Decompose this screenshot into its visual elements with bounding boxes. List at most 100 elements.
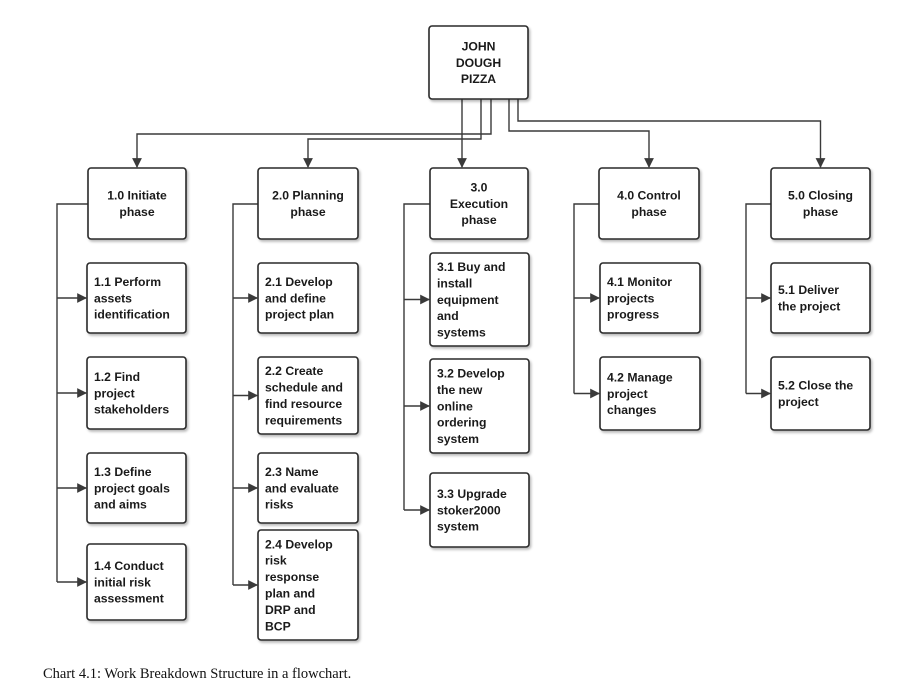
- task-box-4-2-frame: [599, 356, 701, 431]
- task-box-4-2-text: 4.2 Manage: [607, 370, 673, 384]
- task-box-1-3-frame: [86, 452, 187, 524]
- task-box-3-2-text: system: [437, 432, 479, 446]
- phase-box-5-frame: [770, 167, 871, 240]
- task-box-1-2-text: 1.2 Find: [94, 370, 140, 384]
- task-box-1-4-text: 1.4 Conduct: [94, 559, 164, 573]
- task-box-5-1-frame: [770, 262, 871, 334]
- task-box-3-3: 3.3 Upgrade stoker2000 system: [429, 472, 530, 548]
- phase-box-3-frame: [429, 167, 529, 240]
- task-box-1-2-text: project: [94, 386, 135, 400]
- task-box-1-4-text: initial risk: [94, 575, 151, 589]
- task-box-3-2-text: the new: [437, 383, 483, 397]
- task-box-2-3: 2.3 Name and evaluate risks: [257, 452, 359, 524]
- root-to-phase-2: [303, 99, 482, 168]
- root-box-text: JOHN: [462, 39, 496, 53]
- task-box-2-2-text: requirements: [265, 413, 342, 427]
- phase-box-2-text: phase: [290, 205, 325, 219]
- task-box-2-3-text: and evaluate: [265, 481, 339, 495]
- task-box-2-3-frame: [257, 452, 359, 524]
- task-box-1-3-text: 1.3 Define: [94, 465, 152, 479]
- task-box-4-1: 4.1 Monitor projects progress: [599, 262, 701, 334]
- task-box-1-3-text: project goals: [94, 481, 170, 495]
- phase-box-5-text: 5.0 Closing: [788, 189, 853, 203]
- phase-box-1-frame: [87, 167, 187, 240]
- figure-caption: Chart 4.1: Work Breakdown Structure in a…: [43, 666, 352, 682]
- phase-spine-2: [232, 203, 258, 585]
- phase-box-3-text: 3.0: [471, 180, 488, 194]
- task-box-3-3-text: stoker2000: [437, 503, 501, 517]
- task-box-1-2-frame: [86, 356, 187, 430]
- task-box-3-2-text: ordering: [437, 416, 486, 430]
- task-box-2-4-text: BCP: [265, 619, 291, 633]
- task-box-2-4-text: risk: [265, 554, 287, 568]
- task-box-1-2-text: stakeholders: [94, 403, 169, 417]
- task-box-1-4-text: assessment: [94, 592, 164, 606]
- task-box-2-1-frame: [257, 262, 359, 334]
- task-box-3-1-text: systems: [437, 326, 486, 340]
- phase-box-3-text: Execution: [450, 197, 508, 211]
- task-box-3-3-text: 3.3 Upgrade: [437, 487, 507, 501]
- phase-box-4-frame: [598, 167, 700, 240]
- task-box-1-4-frame: [86, 543, 187, 621]
- task-box-5-2-frame: [770, 356, 871, 431]
- task-box-2-1-text: and define: [265, 291, 326, 305]
- task-box-4-1-text: projects: [607, 291, 655, 305]
- task-box-4-2-text: project: [607, 387, 648, 401]
- task-box-2-2-text: 2.2 Create: [265, 364, 323, 378]
- task-box-5-1-text: the project: [778, 300, 840, 314]
- task-box-4-1-text: progress: [607, 308, 659, 322]
- task-box-3-1-frame: [429, 252, 530, 347]
- task-box-4-1-text: 4.1 Monitor: [607, 275, 672, 289]
- task-box-4-1-frame: [599, 262, 701, 334]
- task-box-1-3-text: and aims: [94, 498, 147, 512]
- phase-box-1-text: phase: [119, 205, 154, 219]
- task-box-3-1-text: and: [437, 309, 459, 323]
- task-box-2-4-text: DRP and: [265, 603, 316, 617]
- phase-box-4-text: 4.0 Control: [617, 189, 681, 203]
- task-box-1-4: 1.4 Conduct initial risk assessment: [86, 543, 187, 621]
- task-box-4-2-text: changes: [607, 403, 657, 417]
- task-box-2-3-text: risks: [265, 498, 294, 512]
- task-box-3-2-text: 3.2 Develop: [437, 367, 505, 381]
- phase-spine-4: [573, 203, 599, 394]
- phase-box-2-text: 2.0 Planning: [272, 189, 344, 203]
- task-box-3-2-frame: [429, 358, 530, 454]
- task-box-2-4-text: 2.4 Develop: [265, 537, 333, 551]
- phase-box-3-text: phase: [461, 213, 496, 227]
- task-box-2-1-text: project plan: [265, 308, 334, 322]
- phase-box-5-text: phase: [803, 205, 838, 219]
- task-box-2-2-text: find resource: [265, 397, 342, 411]
- phase-spine-1: [56, 203, 88, 582]
- task-box-3-2: 3.2 Develop the new online ordering system: [429, 358, 530, 454]
- task-box-2-1: 2.1 Develop and define project plan: [257, 262, 359, 334]
- task-box-1-1-text: identification: [94, 308, 170, 322]
- task-box-3-3-text: system: [437, 520, 479, 534]
- connectors: [56, 99, 826, 590]
- phase-spine-3: [403, 203, 430, 510]
- task-box-2-4-text: plan and: [265, 587, 315, 601]
- root-to-phase-1: [132, 99, 492, 168]
- task-box-1-2: 1.2 Find project stakeholders: [86, 356, 187, 430]
- task-box-1-1-frame: [86, 262, 187, 334]
- phase-box-2-frame: [257, 167, 359, 240]
- root-box-text: PIZZA: [461, 72, 496, 86]
- task-box-3-2-text: online: [437, 399, 473, 413]
- phase-spine-5: [745, 203, 771, 394]
- task-box-5-2-text: project: [778, 395, 819, 409]
- task-box-2-2-frame: [257, 356, 359, 435]
- task-box-3-1-text: 3.1 Buy and: [437, 260, 505, 274]
- task-box-2-1-text: 2.1 Develop: [265, 275, 333, 289]
- task-box-2-3-text: 2.3 Name: [265, 465, 319, 479]
